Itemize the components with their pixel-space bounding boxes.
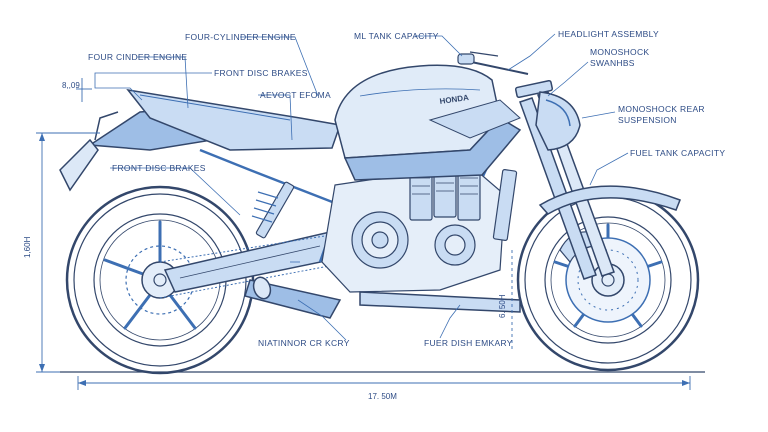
- label-ml-tank-capacity: ML TANK CAPACITY: [354, 31, 439, 41]
- label-front-disc-brakes-left: FRONT DISC BRAKES: [112, 163, 206, 173]
- label-monoshock-rear-2: SUSPENSION: [618, 115, 677, 125]
- dimension-arrows: [39, 133, 690, 386]
- tail-section: [59, 88, 341, 192]
- callout-labels: FOUR-CYLINDER ENGINE FOUR CINDER ENGINE …: [88, 29, 725, 348]
- handlebar: [457, 51, 529, 75]
- label-headlight-assembly: HEADLIGHT ASSEMBLY: [558, 29, 659, 39]
- label-fuel-tank-capacity: FUEL TANK CAPACITY: [630, 148, 725, 158]
- headlight-cowl: [535, 91, 581, 151]
- exhaust: [244, 276, 521, 319]
- dimension-left-height: 1,60H: [23, 236, 32, 258]
- front-fender: [538, 185, 681, 215]
- label-monoshock-swanhbs-1: MONOSHOCK: [590, 47, 649, 57]
- brand-logo-text: HONDA: [439, 93, 470, 106]
- dimension-right-vertical: 6. 50H: [498, 294, 507, 318]
- label-four-cinder-engine: FOUR CINDER ENGINE: [88, 52, 187, 62]
- dimension-seat-height: 8,,09: [62, 81, 80, 90]
- label-aevoct-efoma: AEVOCT EFOMA: [260, 90, 331, 100]
- label-fuer-dish: FUER DISH EMKARY: [424, 338, 513, 348]
- rear-shock: [251, 181, 295, 239]
- dimension-lines: [36, 78, 705, 390]
- label-monoshock-swanhbs-2: SWANHBS: [590, 58, 635, 68]
- label-niatinnor: NIATINNOR CR KCRY: [258, 338, 350, 348]
- dimension-total-length: 17. 50M: [368, 392, 397, 401]
- label-four-cylinder-engine: FOUR-CYLINDER ENGINE: [185, 32, 296, 42]
- label-front-disc-brakes-top: FRONT DISC BRAKES: [214, 68, 308, 78]
- engine-block: [321, 164, 518, 293]
- label-monoshock-rear-1: MONOSHOCK REAR: [618, 104, 705, 114]
- front-wheel: [516, 188, 700, 372]
- fuel-tank: [334, 64, 522, 181]
- leader-lines: [94, 33, 629, 341]
